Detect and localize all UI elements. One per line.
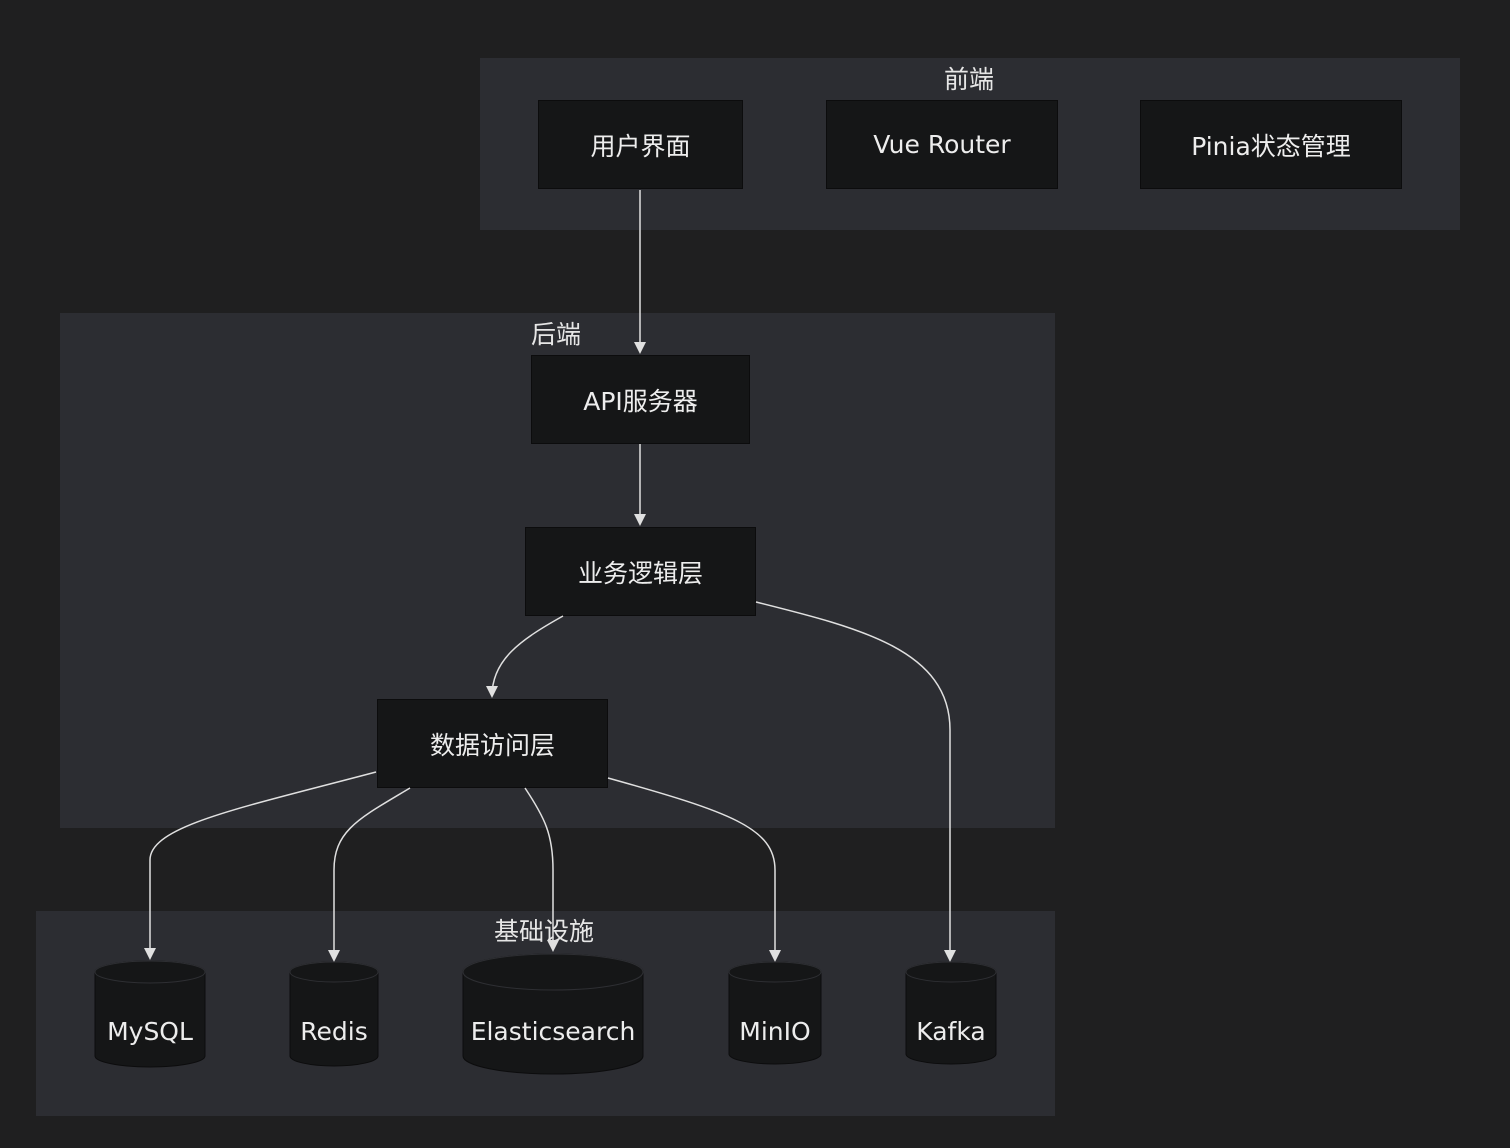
node-elasticsearch-label: Elasticsearch xyxy=(471,1017,636,1046)
edge-data-access-to-redis xyxy=(328,787,411,962)
node-mysql-label: MySQL xyxy=(107,1017,193,1046)
edge-business-to-kafka xyxy=(755,601,956,962)
edge-data-access-to-minio xyxy=(607,777,781,962)
node-elasticsearch[interactable]: Elasticsearch xyxy=(462,953,644,1075)
edge-business-to-data-access xyxy=(486,615,564,698)
node-redis-label: Redis xyxy=(300,1017,367,1046)
frontend-group-title: 前端 xyxy=(944,65,995,94)
node-vue-router[interactable]: Vue Router xyxy=(826,100,1058,189)
edge-data-access-to-elasticsearch xyxy=(524,787,559,952)
node-kafka[interactable]: Kafka xyxy=(905,961,997,1065)
node-mysql[interactable]: MySQL xyxy=(94,960,206,1068)
node-minio[interactable]: MinIO xyxy=(728,961,822,1065)
edge-data-access-to-mysql xyxy=(144,771,377,960)
node-redis[interactable]: Redis xyxy=(289,961,379,1067)
node-kafka-label: Kafka xyxy=(916,1017,985,1046)
node-data-access[interactable]: 数据访问层 xyxy=(377,699,608,788)
node-api-server[interactable]: API服务器 xyxy=(531,355,750,444)
node-user-interface[interactable]: 用户界面 xyxy=(538,100,743,189)
backend-group-title: 后端 xyxy=(531,320,582,349)
node-business-logic[interactable]: 业务逻辑层 xyxy=(525,527,756,616)
infrastructure-group-title: 基础设施 xyxy=(494,917,595,946)
node-pinia[interactable]: Pinia状态管理 xyxy=(1140,100,1402,189)
node-minio-label: MinIO xyxy=(739,1017,810,1046)
